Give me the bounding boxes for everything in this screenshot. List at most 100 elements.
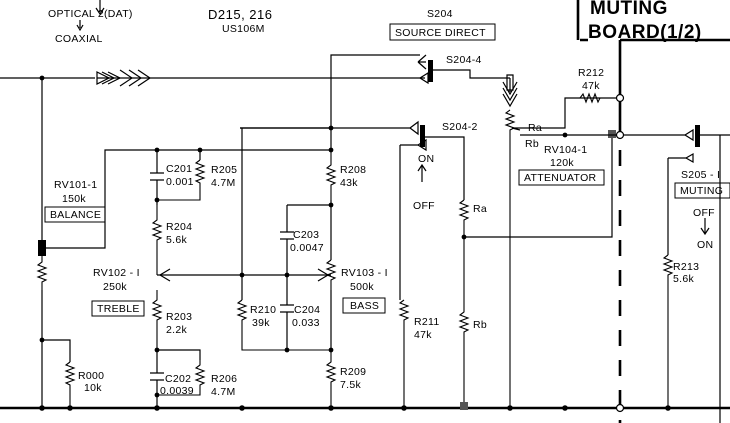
bass-top-feed xyxy=(240,127,332,150)
rv101-resistor xyxy=(36,256,48,290)
muting-board-title-1: MUTING xyxy=(590,0,668,19)
optical-label: OPTICAL 2(DAT) xyxy=(48,8,133,20)
rb-label: Rb xyxy=(473,319,487,331)
on-label: ON xyxy=(418,153,434,165)
r000-value: 10k xyxy=(84,382,102,394)
on-off-arrow xyxy=(417,163,427,182)
off-label: OFF xyxy=(413,200,435,212)
attenuator-input-arrows xyxy=(502,74,518,108)
attenuator-label: ATTENUATOR xyxy=(524,172,597,184)
c204-value: 0.033 xyxy=(292,317,320,329)
c204-label: C204 xyxy=(294,304,320,316)
r203-resistor xyxy=(151,290,163,350)
ra-resistor xyxy=(458,199,470,237)
treble-wiper-arrow xyxy=(158,268,171,282)
r000-resistor xyxy=(64,361,76,408)
c201-value: 0.001 xyxy=(166,176,194,188)
rv102-value: 250k xyxy=(103,281,127,293)
s204-4-feed xyxy=(330,54,420,128)
r210-label: R210 xyxy=(250,304,276,316)
r213-resistor xyxy=(662,254,674,408)
off2-label: OFF xyxy=(693,207,715,219)
c201-label: C201 xyxy=(166,163,192,175)
r000-wire xyxy=(42,339,71,362)
r209-label: R209 xyxy=(340,366,366,378)
c203-capacitor xyxy=(280,231,294,240)
rv101-value: 150k xyxy=(62,193,86,205)
r212-resistor xyxy=(579,92,601,104)
rv104-value: 120k xyxy=(550,157,574,169)
s204-4-label: S204-4 xyxy=(446,54,482,66)
r203-label: R203 xyxy=(166,311,192,323)
c202-capacitor xyxy=(150,372,164,381)
r208-resistor xyxy=(325,150,337,200)
r000-label: R000 xyxy=(78,370,104,382)
c202-label: C202 xyxy=(165,373,191,385)
diode-label: D215, 216 xyxy=(208,7,273,22)
r205-label: R205 xyxy=(211,164,237,176)
r205-value: 4.7M xyxy=(211,177,236,189)
c203-label: C203 xyxy=(293,229,319,241)
balance-label: BALANCE xyxy=(50,209,101,221)
r206-resistor xyxy=(157,360,206,396)
r204-label: R204 xyxy=(166,221,192,233)
balance-box xyxy=(44,206,106,223)
s204-2-label: S204-2 xyxy=(442,121,478,133)
attenuator-box xyxy=(518,169,605,186)
c202-value: 0.0039 xyxy=(160,385,194,397)
s204-4-switch xyxy=(417,54,510,85)
r208-label: R208 xyxy=(340,164,366,176)
s204-title: S204 xyxy=(427,8,453,20)
rb-resistor xyxy=(458,237,470,408)
s204-box-label: SOURCE DIRECT xyxy=(395,27,486,39)
rv103-label: RV103 - I xyxy=(341,267,388,279)
c204-capacitor xyxy=(280,304,294,313)
r203-value: 2.2k xyxy=(166,324,187,336)
r211-resistor xyxy=(398,299,410,408)
coaxial-label: COAXIAL xyxy=(55,33,103,45)
r208-value: 43k xyxy=(340,177,358,189)
r204-value: 5.6k xyxy=(166,234,187,246)
r205-resistor xyxy=(157,159,206,201)
rv101-wiper-block xyxy=(38,240,46,256)
muting-board-bracket xyxy=(576,0,588,42)
r212-value: 47k xyxy=(582,80,600,92)
input-arrows-symbol xyxy=(96,69,152,87)
r212-label: R212 xyxy=(578,67,604,79)
diode-type-label: US106M xyxy=(222,23,265,35)
s204-box xyxy=(389,23,496,41)
rv101-label: RV101-1 xyxy=(54,179,97,191)
attenuator-tap-wire xyxy=(464,135,613,238)
r204-resistor xyxy=(151,205,163,275)
r213-value: 5.6k xyxy=(673,273,694,285)
r209-value: 7.5k xyxy=(340,379,361,391)
r206-value: 4.7M xyxy=(211,386,236,398)
muting-box xyxy=(674,182,730,199)
s205-switch xyxy=(624,128,694,142)
bass-label: BASS xyxy=(350,300,379,312)
on2-label: ON xyxy=(697,239,713,251)
attenuator-wiper xyxy=(511,97,620,131)
treble-label: TREBLE xyxy=(97,303,140,315)
treble-box xyxy=(91,300,145,317)
rv102-label: RV102 - I xyxy=(93,267,140,279)
r213-label: R213 xyxy=(673,261,699,273)
r210-resistor xyxy=(236,299,331,351)
ra-label: Ra xyxy=(473,203,487,215)
rv104-resistor xyxy=(504,109,516,408)
muting-board-border xyxy=(618,38,730,120)
bass-box xyxy=(342,297,386,314)
r210-value: 39k xyxy=(252,317,270,329)
balance-wiper-wire xyxy=(46,149,115,249)
rv104-label: RV104-1 xyxy=(544,144,587,156)
r211-value: 47k xyxy=(414,329,432,341)
r209-resistor xyxy=(325,350,337,408)
s205-label: S205 - I xyxy=(681,169,720,181)
c203-value: 0.0047 xyxy=(290,242,324,254)
rv103-resistor xyxy=(325,259,337,290)
muting-label: MUTING xyxy=(680,185,723,197)
ra2-label: Ra xyxy=(528,122,542,134)
muting-board-title-2: BOARD(1/2) xyxy=(588,22,702,43)
